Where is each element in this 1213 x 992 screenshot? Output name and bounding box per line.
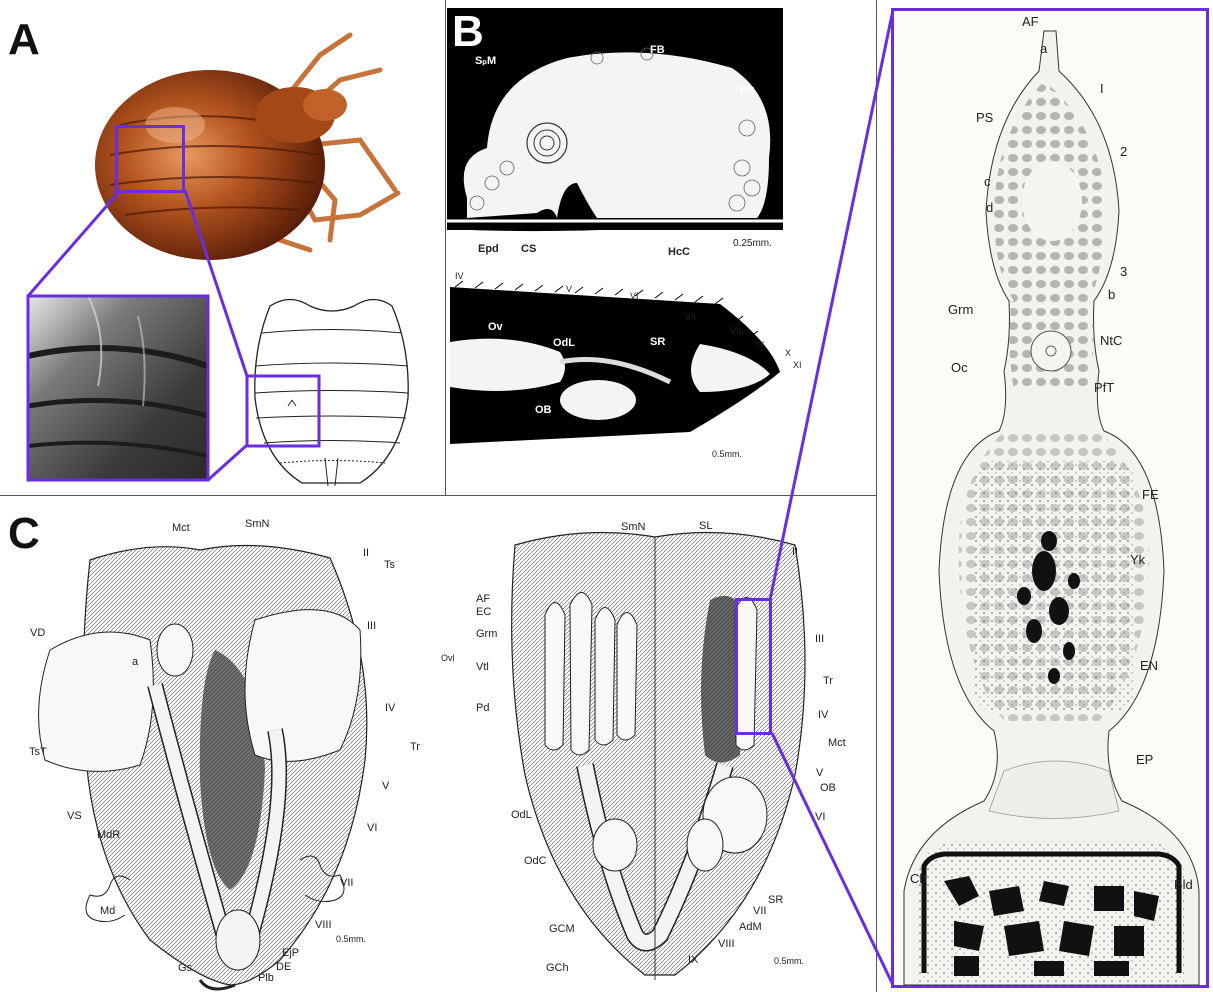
label-d-ep: EP	[1136, 753, 1153, 766]
label-c-ec: EC	[476, 607, 491, 618]
label-d-yk: Yk	[1130, 553, 1145, 566]
label-c-ob: OB	[820, 783, 836, 794]
label-c-ii-right: II	[792, 547, 798, 558]
label-c-iv-right: IV	[818, 710, 828, 721]
label-d-grm: Grm	[948, 303, 973, 316]
label-d-b: b	[1108, 288, 1115, 301]
label-c-gcm: GCM	[549, 924, 575, 935]
label-d-a: a	[1040, 42, 1047, 55]
label-c-sr: SR	[768, 895, 783, 906]
scale-c-right: 0.5mm.	[774, 957, 804, 966]
label-d-2: 2	[1120, 145, 1127, 158]
label-d-d: d	[986, 201, 993, 214]
label-c-odl: OdL	[511, 810, 532, 821]
ovariole-diagram	[894, 11, 1206, 985]
label-c-pd: Pd	[476, 703, 489, 714]
label-c-vii-right: VII	[753, 906, 766, 917]
label-d-ch: Ch	[910, 872, 927, 885]
label-d-af: AF	[1022, 15, 1039, 28]
label-c-ovl: Ovl	[441, 654, 455, 663]
label-c-sl: SL	[699, 521, 712, 532]
label-c-adm: AdM	[739, 922, 762, 933]
label-c-ix: IX	[688, 955, 698, 966]
label-c-iii-right: III	[815, 634, 824, 645]
label-c-gch: GCh	[546, 963, 569, 974]
label-d-bld: Bld	[1174, 878, 1193, 891]
label-c-v-right: V	[816, 768, 823, 779]
label-d-oc: Oc	[951, 361, 968, 374]
label-d-1: I	[1100, 82, 1104, 95]
label-c-smn-right: SmN	[621, 522, 645, 533]
label-c-mct-right: Mct	[828, 738, 846, 749]
label-c-grm: Grm	[476, 629, 497, 640]
label-c-viii-right: VIII	[718, 939, 735, 950]
label-d-ps: PS	[976, 111, 993, 124]
label-d-pft: PfT	[1094, 381, 1114, 394]
label-d-en: EN	[1140, 659, 1158, 672]
label-d-fe: FE	[1142, 488, 1159, 501]
label-c-af: AF	[476, 594, 490, 605]
label-d-3: 3	[1120, 265, 1127, 278]
label-c-vtl: Vtl	[476, 662, 489, 673]
label-c-odc: OdC	[524, 856, 547, 867]
label-d-c: c	[984, 175, 991, 188]
label-c-vi-right: VI	[815, 812, 825, 823]
label-d-ntc: NtC	[1100, 334, 1122, 347]
label-c-tr-right: Tr	[823, 676, 833, 687]
